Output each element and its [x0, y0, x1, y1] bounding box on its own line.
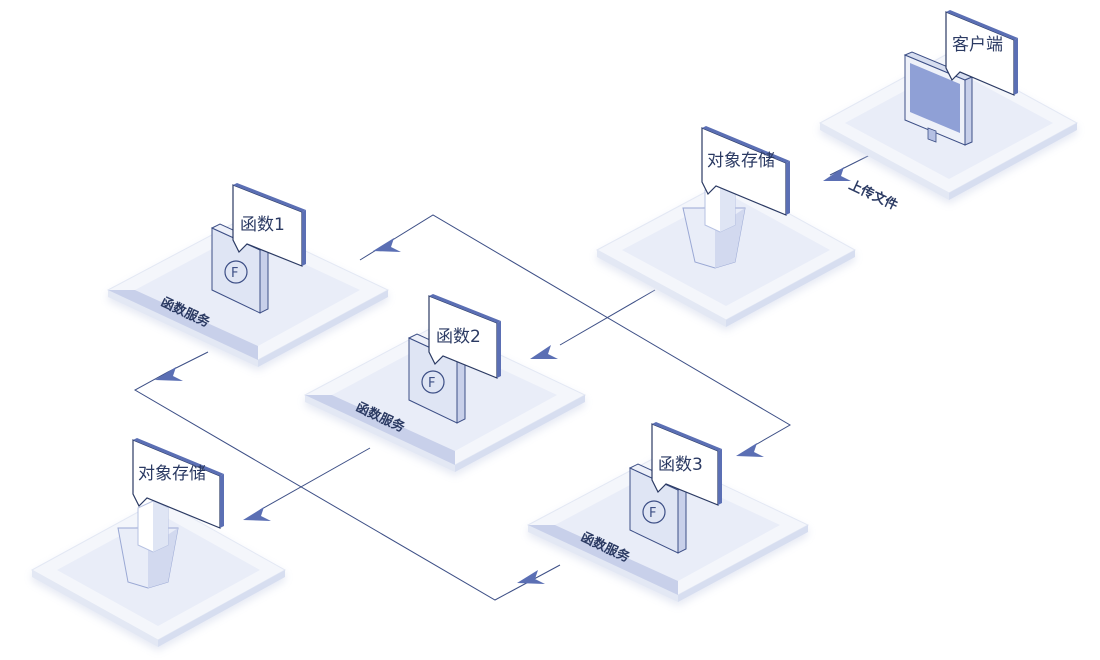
connector-fn1-down: [133, 351, 561, 601]
function2-tag-text: 函数2: [436, 327, 481, 347]
function1-tag-text: 函数1: [240, 215, 285, 235]
connector-upload: [829, 154, 871, 176]
storage-source-tag: 对象存储: [701, 126, 790, 216]
client-tag: 客户端: [945, 10, 1018, 96]
bucket-icon: [682, 182, 746, 269]
arrow-icon: [530, 345, 558, 359]
upload-label: 上传文件: [846, 177, 900, 213]
function2-tag: 函数2: [428, 294, 501, 379]
arrow-icon: [373, 238, 401, 252]
connections: [133, 154, 871, 601]
function3-tag-text: 函数3: [658, 455, 703, 475]
arrow-heads: [155, 167, 851, 584]
connector-fn2-to-storage: [259, 447, 371, 511]
arrow-icon: [736, 443, 764, 457]
function1-tag: 函数1: [232, 183, 306, 267]
function-icon: F: [407, 333, 467, 424]
arrow-icon: [243, 507, 271, 521]
function3-tag: 函数3: [651, 422, 722, 506]
svg-text:F: F: [649, 506, 656, 521]
client-tag-text: 客户端: [952, 35, 1003, 55]
storage-target-tag-text: 对象存储: [138, 464, 206, 484]
svg-text:F: F: [428, 376, 435, 391]
arrow-icon: [823, 167, 851, 181]
arrow-icon: [517, 570, 545, 584]
bucket-icon: [117, 500, 179, 589]
connector-fn1-fn3: [359, 214, 791, 449]
storage-target-tag: 对象存储: [132, 438, 224, 529]
arrow-icon: [155, 367, 183, 381]
storage-source-tag-text: 对象存储: [707, 151, 775, 171]
svg-text:F: F: [231, 266, 238, 281]
